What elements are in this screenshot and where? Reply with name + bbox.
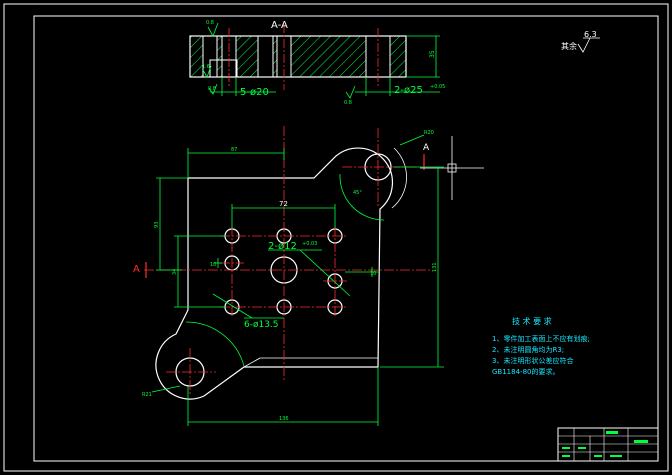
roughness-left: 0.8 (206, 20, 214, 26)
dim-top: 87 (231, 147, 237, 153)
dim-thickness: 35 (429, 50, 436, 58)
dim-left-inner: 34 (172, 269, 178, 275)
tech-requirements: 技 术 要 求 1、零件加工表面上不应有划痕; 2、未注明圆角均为R3; 3、未… (492, 316, 590, 376)
tech-req-heading: 技 术 要 求 (512, 316, 552, 326)
radius-bottom: R21 (142, 392, 152, 398)
section-mark-left: A (133, 264, 140, 275)
title-block (557, 427, 659, 462)
outer-frame (3, 3, 669, 472)
dim-small-left: 10 (210, 262, 216, 268)
dim-holes-mid-sup: +0.03 (302, 241, 317, 247)
section-title: A-A (271, 20, 288, 31)
dim-spacing: 72 (279, 200, 288, 208)
dim-bores: 2-ø25 (394, 85, 423, 96)
dim-bores-sup: +0.05 (430, 84, 445, 90)
roughness-mid: 1.6 (202, 64, 210, 70)
part-outline (155, 147, 393, 400)
dim-bottom: 136 (279, 416, 289, 422)
section-view: 35 5-ø20 2-ø25 +0.05 0.8 0.8 1.6 0.8 A-A (189, 20, 445, 106)
section-outline (189, 35, 407, 78)
section-mark-right: A (423, 143, 430, 153)
dim-holes: 5-ø20 (240, 87, 269, 98)
roughness-note-prefix: 其余 (561, 41, 577, 51)
roughness-note-value: 6.3 (584, 30, 597, 39)
radius-top: R20 (424, 130, 434, 136)
dim-left-outer: 93 (154, 222, 160, 228)
inner-frame (33, 15, 659, 462)
tech-req-item: GB1184-80的要求。 (492, 367, 559, 376)
tech-req-item: 3、未注明形状公差应符合 (492, 356, 573, 365)
roughness-note: 其余 6.3 (561, 30, 600, 53)
dim-holes-mid: 2-ø12 (268, 241, 297, 252)
dim-small-right: 10 (370, 271, 376, 277)
dim-holes-small: 6-ø13.5 (244, 320, 279, 330)
angle-mark: 45° (353, 190, 362, 196)
roughness-right: 0.8 (344, 100, 352, 106)
tech-req-item: 1、零件加工表面上不应有划痕; (492, 334, 590, 343)
plan-view: A A 87 72 93 34 (133, 126, 484, 426)
roughness-left2: 0.8 (208, 86, 216, 92)
tech-req-item: 2、未注明圆角均为R3; (492, 345, 564, 354)
dim-right: 131 (432, 262, 438, 272)
